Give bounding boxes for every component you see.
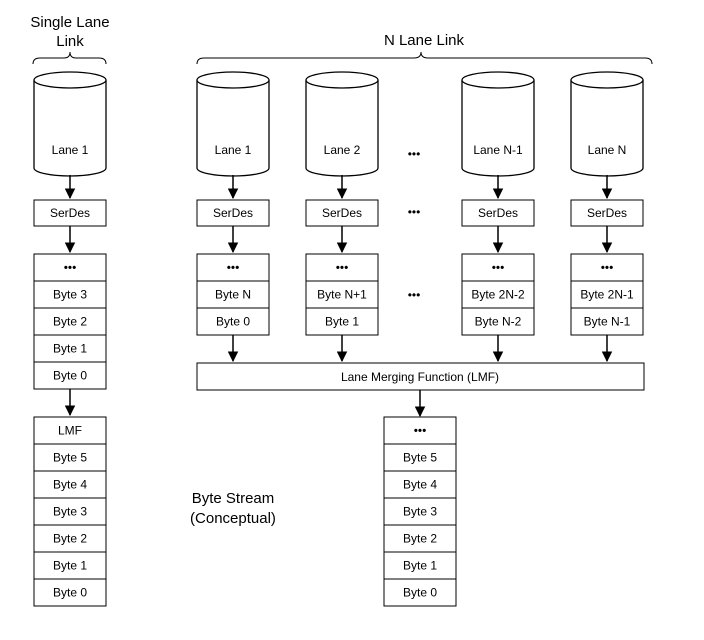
merged-stream-cell-label: Byte 5	[403, 451, 437, 465]
lane-1-buffer-cell	[196, 280, 270, 309]
single-serdes-cell-label: SerDes	[50, 206, 90, 220]
lane-2-buffer-cell-label: •••	[336, 261, 349, 275]
single-stream-cell-label: Byte 1	[53, 559, 87, 573]
merged-stream-cell	[383, 551, 457, 580]
single-stream-cell	[33, 578, 107, 607]
n-lane-title: N Lane Link	[384, 32, 465, 49]
lane-2-buffer-cell	[305, 280, 379, 309]
lmf-label: Lane Merging Function (LMF)	[341, 370, 499, 384]
single-lane-cylinder	[33, 71, 107, 177]
lane-1-buffer-cell-label: Byte 0	[216, 315, 250, 329]
single-lane-brace	[32, 51, 107, 65]
single-stream-cell	[33, 524, 107, 553]
lane-3-buffer-cell	[461, 280, 535, 309]
merged-stream-cell	[383, 578, 457, 607]
single-buffer-cell-label: Byte 0	[53, 369, 87, 383]
buffer-ellipsis: •••	[408, 288, 421, 302]
lane-4-buffer-cell	[570, 307, 644, 336]
single-buffer-cell-label: Byte 3	[53, 288, 87, 302]
n-lane-brace	[196, 51, 653, 65]
lane-3-label: Lane N-1	[473, 143, 523, 157]
lane-3-buffer-cell	[461, 253, 535, 282]
lane-1-serdes-cell-label: SerDes	[213, 206, 253, 220]
serdes-ellipsis: •••	[408, 205, 421, 219]
lane-2-serdes-cell	[305, 199, 379, 227]
merged-stream-cell	[383, 416, 457, 445]
lane-3-buffer-cell-label: •••	[492, 261, 505, 275]
lane-2-label: Lane 2	[324, 143, 361, 157]
lmf-box	[196, 362, 645, 391]
lane-1-buffer-cell	[196, 253, 270, 282]
lane-2-cylinder-rim	[305, 79, 379, 89]
lane-4-buffer-cell-label: Byte 2N-1	[580, 288, 634, 302]
single-lane-title-2: Link	[56, 33, 84, 50]
single-lane-title: Single Lane	[30, 14, 109, 31]
lane-3-serdes-cell	[461, 199, 535, 227]
lane-4-cylinder-rim	[570, 79, 644, 89]
lane-2-buffer-cell-label: Byte 1	[325, 315, 359, 329]
single-stream-cell	[33, 470, 107, 499]
merged-stream-cell	[383, 497, 457, 526]
merged-stream-cell	[383, 443, 457, 472]
lane-3-buffer-cell-label: Byte 2N-2	[471, 288, 525, 302]
single-lane-label: Lane 1	[52, 143, 89, 157]
lane-3-serdes-cell-label: SerDes	[478, 206, 518, 220]
single-buffer-cell-label: Byte 1	[53, 342, 87, 356]
single-stream-cell	[33, 416, 107, 445]
lane-2-buffer-cell-label: Byte N+1	[317, 288, 367, 302]
lane-4-buffer-cell	[570, 280, 644, 309]
merged-stream-cell-label: •••	[414, 424, 427, 438]
single-stream-cell-label: Byte 5	[53, 451, 87, 465]
single-stream-cell-label: Byte 0	[53, 586, 87, 600]
single-stream-cell-label: LMF	[58, 424, 82, 438]
lane-ellipsis: •••	[408, 147, 421, 161]
merged-stream-cell-label: Byte 1	[403, 559, 437, 573]
single-stream-cell-label: Byte 2	[53, 532, 87, 546]
single-serdes-cell	[33, 199, 107, 227]
lane-2-buffer-cell	[305, 253, 379, 282]
lane-3-cylinder	[461, 71, 535, 177]
single-buffer-cell-label: Byte 2	[53, 315, 87, 329]
merged-stream-cell-label: Byte 2	[403, 532, 437, 546]
single-stream-cell	[33, 443, 107, 472]
merged-stream-cell-label: Byte 4	[403, 478, 437, 492]
lane-4-buffer-cell-label: Byte N-1	[584, 315, 631, 329]
lane-4-serdes-cell-label: SerDes	[587, 206, 627, 220]
lane-4-buffer-cell-label: •••	[601, 261, 614, 275]
merged-stream-cell-label: Byte 3	[403, 505, 437, 519]
lane-1-cylinder	[196, 71, 270, 177]
single-stream-cell-label: Byte 3	[53, 505, 87, 519]
byte-stream-label: Byte Stream	[192, 490, 275, 507]
merged-stream-cell	[383, 524, 457, 553]
lane-4-serdes-cell	[570, 199, 644, 227]
lane-1-buffer-cell-label: Byte N	[215, 288, 251, 302]
single-stream-cell-label: Byte 4	[53, 478, 87, 492]
single-lane-cylinder-rim	[33, 79, 107, 89]
lane-2-serdes-cell-label: SerDes	[322, 206, 362, 220]
lane-2-buffer-cell	[305, 307, 379, 336]
single-buffer-cell	[33, 253, 107, 282]
byte-stream-sublabel: (Conceptual)	[190, 510, 276, 527]
single-buffer-cell	[33, 361, 107, 390]
lane-4-label: Lane N	[588, 143, 627, 157]
lane-1-buffer-cell-label: •••	[227, 261, 240, 275]
single-buffer-cell-label: •••	[64, 261, 77, 275]
lane-4-buffer-cell	[570, 253, 644, 282]
lane-1-buffer-cell	[196, 307, 270, 336]
merged-stream-cell-label: Byte 0	[403, 586, 437, 600]
lane-1-serdes-cell	[196, 199, 270, 227]
lane-1-cylinder-rim	[196, 79, 270, 89]
lane-3-cylinder-rim	[461, 79, 535, 89]
lane-4-cylinder	[570, 71, 644, 177]
lane-2-cylinder	[305, 71, 379, 177]
single-stream-cell	[33, 497, 107, 526]
lane-1-label: Lane 1	[215, 143, 252, 157]
lane-3-buffer-cell-label: Byte N-2	[475, 315, 522, 329]
